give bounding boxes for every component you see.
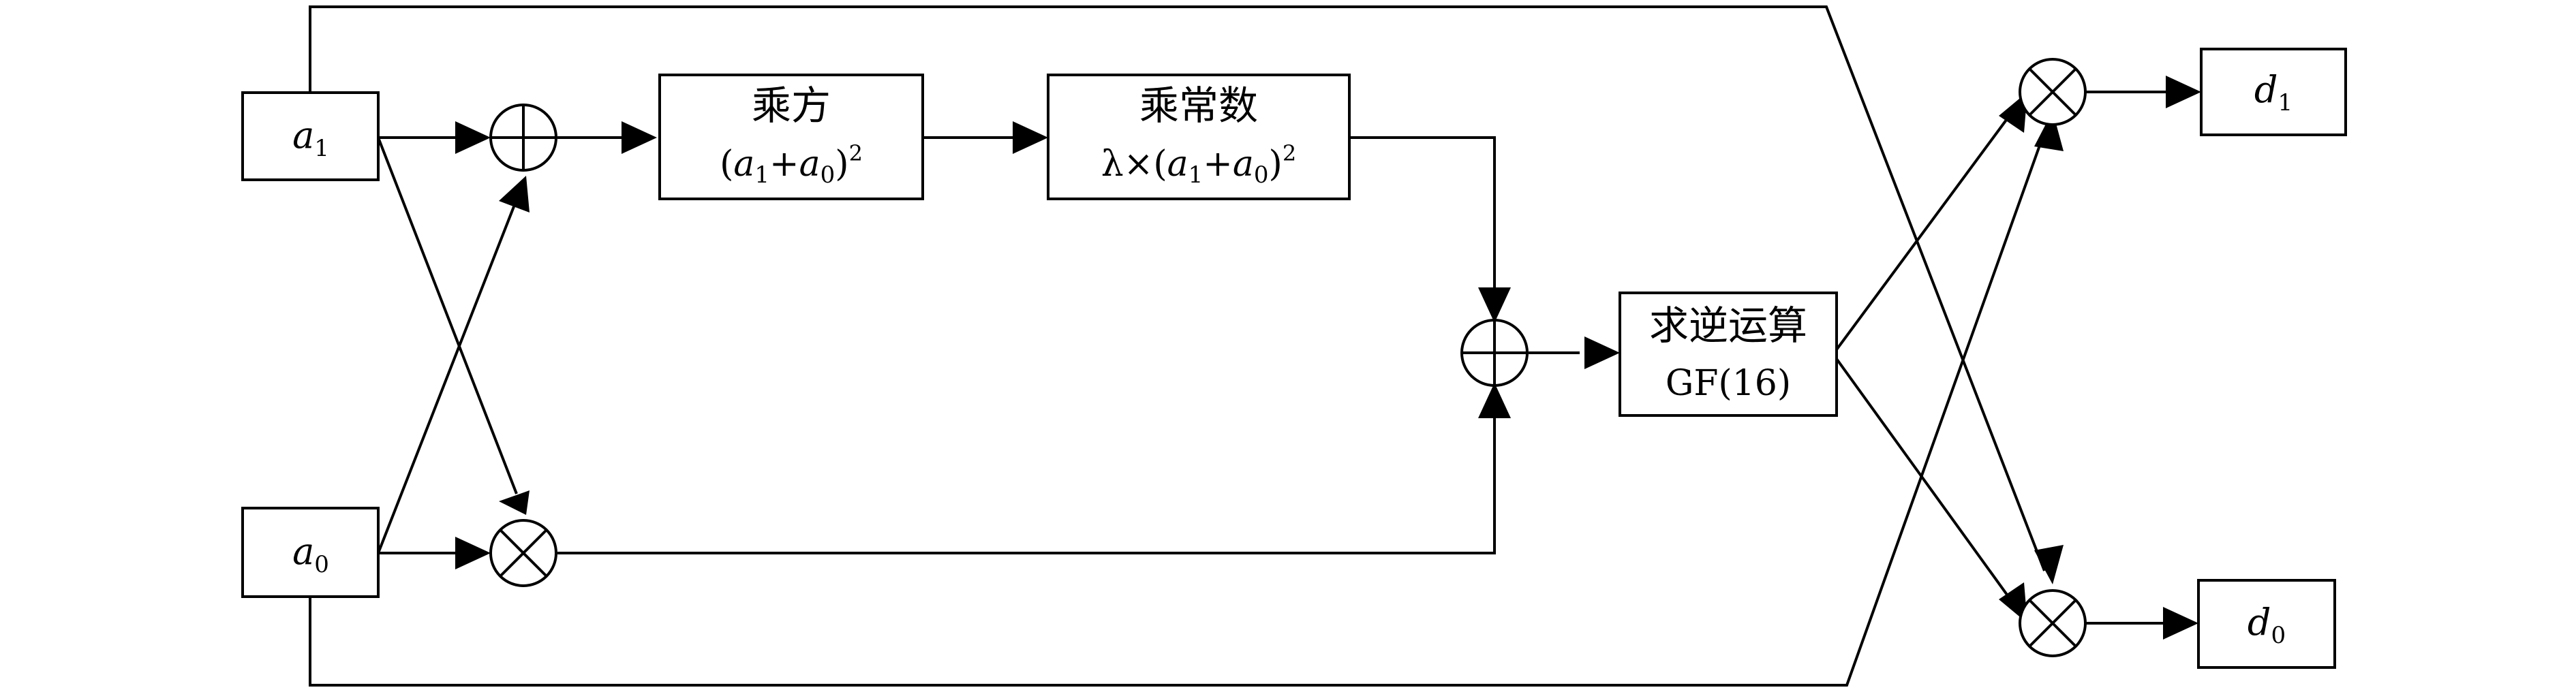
wire-a1-bypass [309,5,2046,571]
input-a1: a1 [241,91,380,181]
block-inverse: 求逆运算 GF(16) [1619,292,1838,417]
xor-operator-right [1460,319,1529,387]
arrowhead-xor-top-bottom [499,176,530,213]
svg-text:a1: a1 [292,114,329,162]
xor-operator-upper [489,104,557,172]
output-d1-base: d [2254,68,2278,111]
block-inverse-field: GF(16) [1666,363,1791,404]
input-a0: a0 [241,507,380,598]
output-d1: d1 [2200,48,2347,136]
arrowhead-xor-right-bottom [1478,383,1511,418]
input-a1-base: a [292,114,314,157]
arrowhead-const-in [1013,121,1048,154]
connections [309,5,2167,687]
arrowhead-mul1-from-bypass [2034,111,2064,151]
block-multiply-constant-formula: λ×(a1+a0)2 [1101,140,1296,189]
multiply-operator-lower-left [489,519,557,587]
wire-a1-to-mul [377,137,518,494]
block-inverse-title: 求逆运算 [1649,302,1807,349]
arrowhead-xor-top-left [455,121,491,154]
block-multiply-constant-title: 乘常数 [1139,82,1258,129]
wire-const-to-xor [1349,136,1496,315]
block-square-formula: (a1+a0)2 [720,140,863,189]
multiply-operator-lower-right [2019,589,2087,657]
input-a0-sub: 0 [314,551,329,578]
wire-a0-bypass [309,122,2049,687]
multiply-operator-upper-right [2019,58,2087,126]
block-square-title: 乘方 [752,82,831,129]
output-d0-sub: 0 [2271,622,2286,649]
arrowhead-mul0-from-bypass [2034,545,2064,584]
arrowhead-d1-in [2166,76,2201,108]
block-square: 乘方 (a1+a0)2 [658,74,924,200]
svg-text:a0: a0 [292,530,329,578]
wire-mul-to-xor [557,412,1496,554]
svg-text:d0: d0 [2248,601,2286,649]
wire-inverse-to-mul0 [1832,353,2012,601]
arrowhead-inverse-in [1584,336,1620,369]
arrowhead-square-in [622,121,657,154]
arrowheads [455,76,2201,640]
output-d0: d0 [2197,579,2336,669]
block-multiply-constant: 乘常数 λ×(a1+a0)2 [1047,74,1351,200]
arrowhead-xor-right-top [1478,287,1511,323]
output-d0-base: d [2248,601,2271,644]
arrowhead-d0-in [2163,607,2198,640]
arrowhead-mul-left-in [455,537,491,569]
input-a1-sub: 1 [314,135,329,162]
arrowhead-mul-left-top [499,490,530,515]
wire-a0-to-xor [377,195,519,554]
output-d1-sub: 1 [2278,89,2293,116]
svg-text:d1: d1 [2254,68,2293,116]
wire-inverse-to-mul1 [1832,113,2012,356]
input-a0-base: a [292,530,314,573]
